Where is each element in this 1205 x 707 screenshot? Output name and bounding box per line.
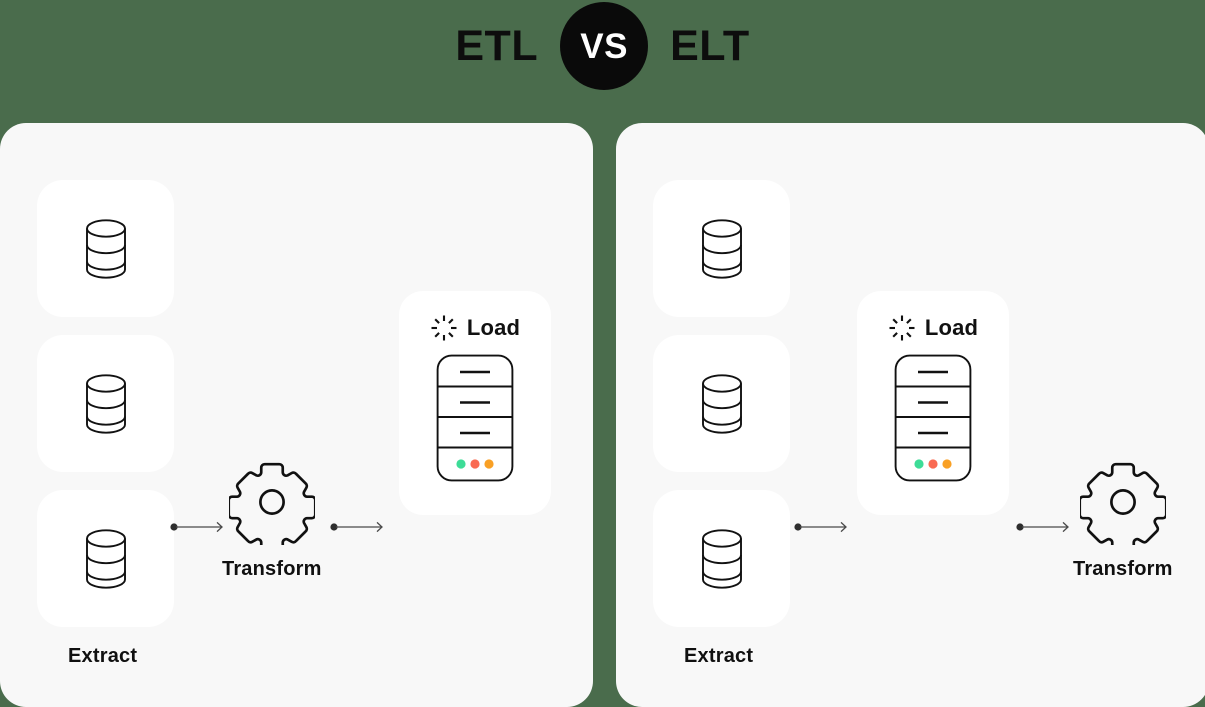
database-icon [701,528,742,589]
etl-transform-group[interactable]: Transform [222,459,322,581]
etl-extract-label: Extract [68,645,138,667]
elt-load-rack [894,354,972,487]
database-icon [85,373,126,434]
arrow-right-icon [170,521,223,533]
etl-extract-tile-3[interactable] [37,490,174,627]
loading-spinner-icon [431,315,457,341]
etl-transform-label: Transform [222,558,322,580]
elt-extract-tile-1[interactable] [653,180,790,317]
etl-arrow-extract-to-transform [170,519,228,535]
page-header: ETL VS ELT [0,0,1205,92]
title-etl: ETL [455,21,539,70]
etl-extract-group: Extract [37,180,174,668]
etl-load-rack [436,354,514,487]
vs-badge-label: VS [580,26,628,66]
elt-extract-tile-2[interactable] [653,335,790,472]
etl-arrow-transform-to-load [330,519,388,535]
panel-etl: Extract Transform [0,123,593,707]
elt-extract-label: Extract [684,645,754,667]
comparison-panels: Extract Transform [0,123,1205,707]
database-icon [85,218,126,279]
database-icon [701,373,742,434]
panel-elt: Extract [616,123,1205,707]
elt-extract-tile-3[interactable] [653,490,790,627]
arrow-right-icon [794,521,847,533]
status-dot-orange [942,459,952,469]
etl-extract-tile-2[interactable] [37,335,174,472]
status-dot-red [928,459,938,469]
etl-load-head: Load [430,313,520,343]
elt-load-label: Load [924,315,979,340]
server-rack-icon [436,354,514,482]
gear-icon [1079,462,1166,545]
arrow-right-icon [330,521,383,533]
etl-extract-tile-1[interactable] [37,180,174,317]
etl-load-card[interactable]: Load [399,291,551,515]
elt-arrow-load-to-transform [1016,519,1074,535]
elt-arrow-extract-to-load [794,519,852,535]
etl-load-label: Load [466,315,521,340]
status-dot-orange [484,459,494,469]
database-icon [85,528,126,589]
status-dot-red [470,459,480,469]
database-icon [701,218,742,279]
elt-load-head: Load [888,313,978,343]
elt-transform-group[interactable]: Transform [1073,459,1173,581]
vs-badge: VS [560,2,649,90]
title-elt: ELT [670,21,750,70]
gear-icon [228,462,315,545]
elt-load-card[interactable]: Load [857,291,1009,515]
elt-transform-label: Transform [1073,558,1173,580]
status-dot-green [456,459,466,469]
elt-extract-group: Extract [653,180,790,668]
loading-spinner-icon [889,315,915,341]
arrow-right-icon [1016,521,1069,533]
server-rack-icon [894,354,972,482]
status-dot-green [914,459,924,469]
